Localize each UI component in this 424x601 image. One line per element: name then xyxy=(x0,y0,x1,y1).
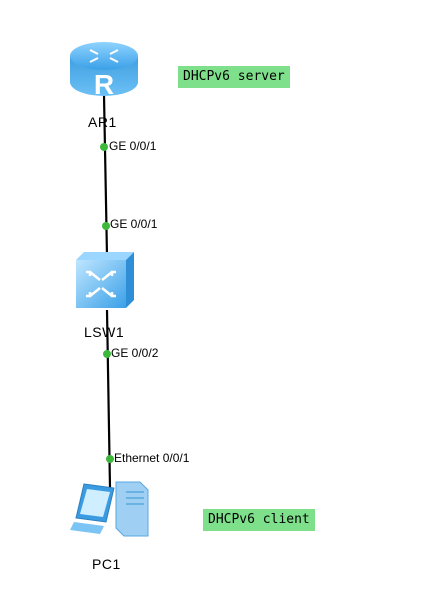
router-icon[interactable]: R xyxy=(66,38,142,102)
note-dhcpv6-server[interactable]: DHCPv6 server xyxy=(178,66,290,88)
port-dot-lsw1-down xyxy=(103,350,111,358)
port-dot-lsw1-up xyxy=(102,222,110,230)
router-name: AR1 xyxy=(88,114,117,130)
switch-name: LSW1 xyxy=(84,324,125,340)
port-label-ar1: GE 0/0/1 xyxy=(109,139,157,153)
switch-icon[interactable] xyxy=(72,250,138,310)
port-label-lsw1-up: GE 0/0/1 xyxy=(110,217,158,231)
port-label-pc1: Ethernet 0/0/1 xyxy=(114,451,190,465)
note-dhcpv6-client[interactable]: DHCPv6 client xyxy=(203,509,315,531)
port-dot-ar1 xyxy=(100,143,108,151)
port-label-lsw1-down: GE 0/0/2 xyxy=(111,346,159,360)
pc-name: PC1 xyxy=(92,556,121,572)
port-dot-pc1 xyxy=(106,455,114,463)
pc-icon[interactable] xyxy=(70,478,154,540)
svg-text:R: R xyxy=(94,69,114,100)
